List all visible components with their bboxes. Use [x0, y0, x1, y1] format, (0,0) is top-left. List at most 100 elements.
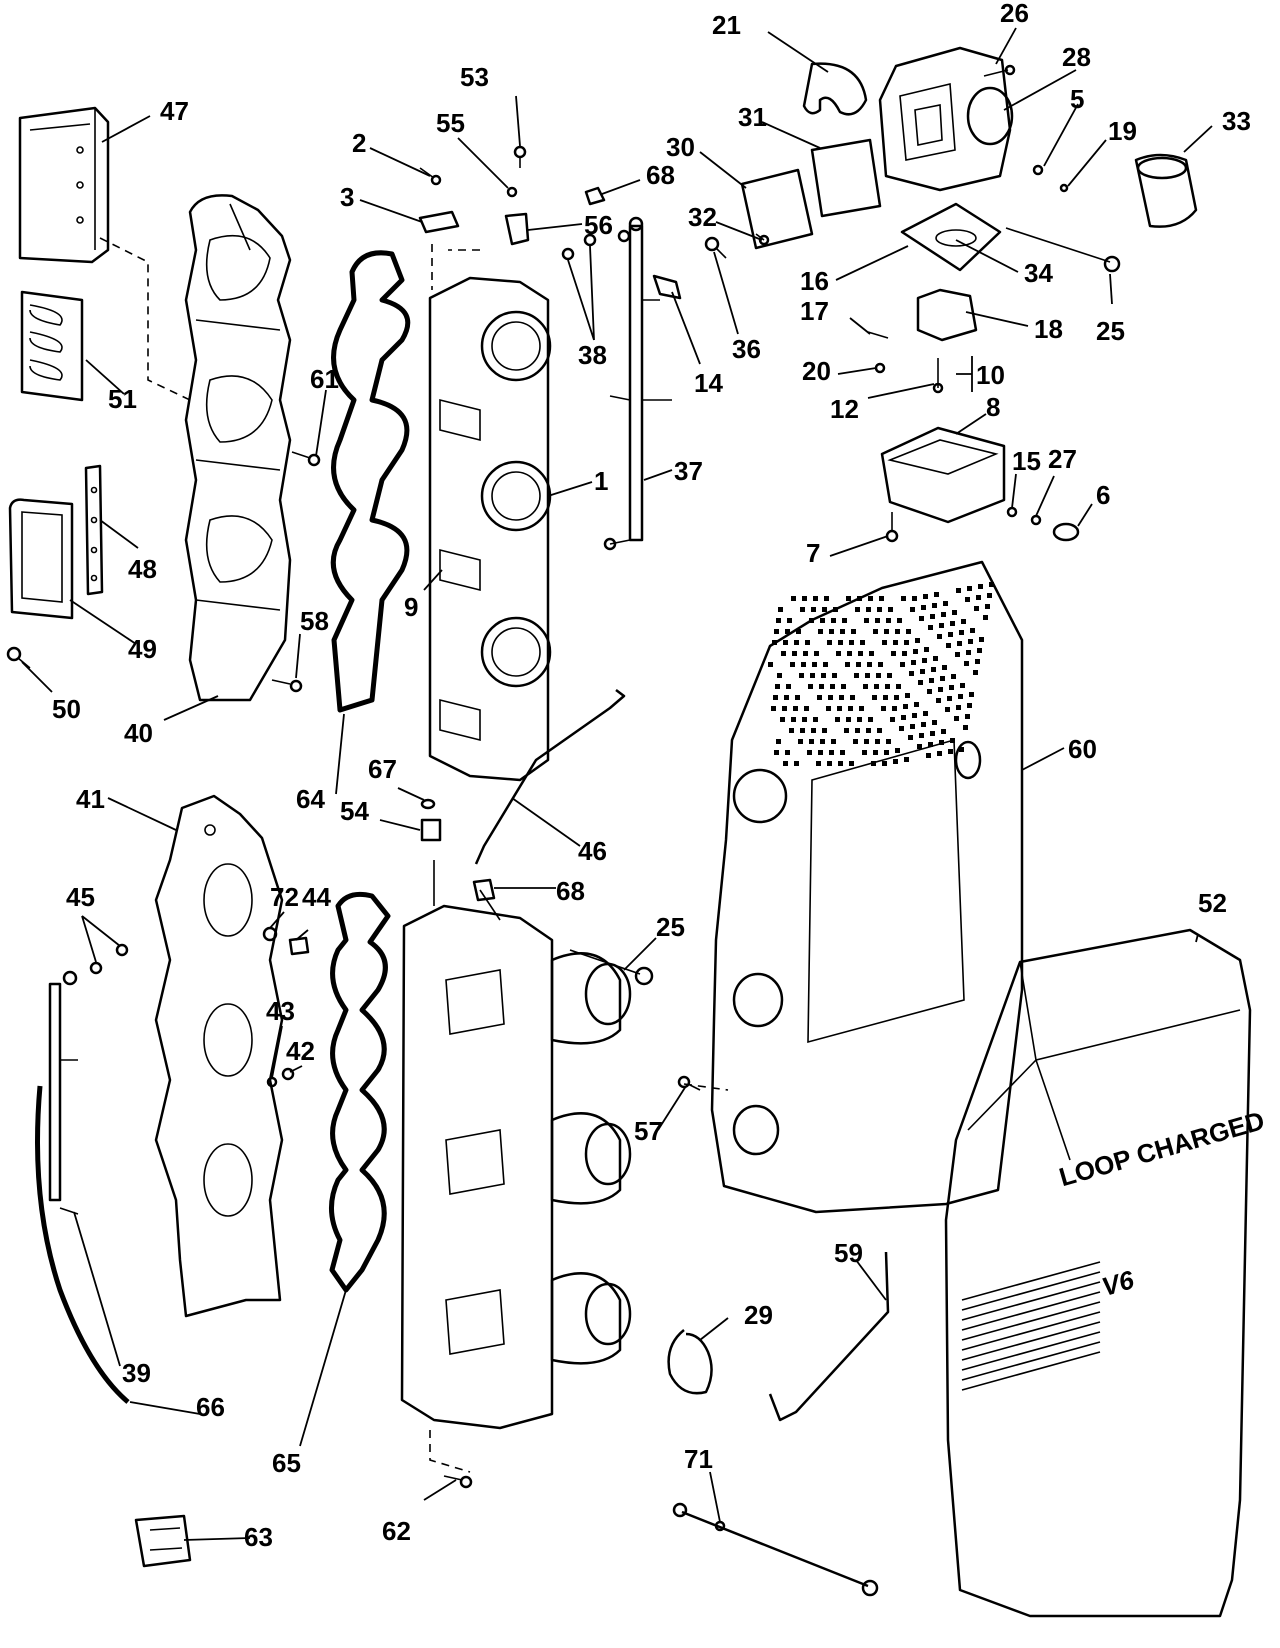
part-31-plate	[810, 138, 882, 218]
dash-3-1	[431, 244, 480, 290]
part-51-reed-plate	[20, 290, 84, 402]
part-6-plug	[1052, 522, 1080, 542]
part-18-float	[916, 288, 978, 342]
part-33-ring	[1134, 153, 1198, 228]
part-68-fitting-lower	[472, 878, 496, 902]
callout-71: 71	[684, 1444, 713, 1474]
callout-34: 34	[1024, 258, 1053, 288]
callout-14: 14	[694, 368, 723, 398]
callout-7: 7	[806, 538, 820, 568]
callout-48: 48	[128, 554, 157, 584]
part-37-fuel-rail	[603, 216, 672, 551]
callout-2: 2	[352, 128, 366, 158]
callout-44: 44	[302, 882, 331, 912]
callout-5: 5	[1070, 84, 1084, 114]
cover-badge: V6	[1098, 1264, 1137, 1302]
callout-18: 18	[1034, 314, 1063, 344]
part-42-nut	[281, 1067, 295, 1081]
part-49-plate	[8, 498, 74, 620]
part-21-seal	[802, 62, 868, 116]
part-43-spring	[266, 1076, 278, 1088]
callout-17: 17	[800, 296, 829, 326]
callout-61: 61	[310, 364, 339, 394]
callout-25a: 25	[1096, 316, 1125, 346]
part-61-screw	[291, 451, 321, 467]
callout-46: 46	[578, 836, 607, 866]
part-54-spacer	[420, 818, 442, 842]
cover-script: LOOP CHARGED	[1056, 1105, 1268, 1192]
callout-67: 67	[368, 754, 397, 784]
part-27-washer	[1030, 514, 1042, 526]
part-17-pin	[867, 331, 889, 339]
callout-59: 59	[834, 1238, 863, 1268]
part-39-tube	[48, 970, 79, 1215]
part-55-washer	[506, 186, 518, 198]
callout-49: 49	[128, 634, 157, 664]
callout-68a: 68	[646, 160, 675, 190]
callout-6: 6	[1096, 480, 1110, 510]
callout-32: 32	[688, 202, 717, 232]
part-7-screw	[885, 512, 899, 543]
callout-45: 45	[66, 882, 95, 912]
callout-54: 54	[340, 796, 369, 826]
part-3-bracket	[418, 210, 460, 234]
callout-31: 31	[738, 102, 767, 132]
part-50-screw	[6, 646, 31, 669]
callout-50: 50	[52, 694, 81, 724]
part-65-gasket	[328, 891, 391, 1293]
callout-43: 43	[266, 996, 295, 1026]
callout-9: 9	[404, 592, 418, 622]
dash-62-carb	[429, 1430, 471, 1473]
part-59-wire	[768, 1251, 890, 1422]
part-66-hose	[35, 1085, 130, 1404]
callout-10: 10	[976, 360, 1005, 390]
part-41-intake-manifold	[154, 794, 284, 1318]
callout-1: 1	[594, 466, 608, 496]
part-40-intake-manifold	[184, 194, 292, 702]
part-46-linkage	[474, 689, 626, 865]
callout-12: 12	[830, 394, 859, 424]
part-29-clip	[667, 1329, 713, 1395]
callout-68b: 68	[556, 876, 585, 906]
callout-55: 55	[436, 108, 465, 138]
part-38-washers	[561, 233, 597, 261]
callout-51: 51	[108, 384, 137, 414]
callout-33: 33	[1222, 106, 1251, 136]
callout-65: 65	[272, 1448, 301, 1478]
part-53-screw	[513, 145, 527, 168]
cover-stripes	[961, 1261, 1101, 1391]
part-36-screw	[704, 236, 727, 259]
part-64-gasket	[330, 250, 411, 713]
part-30-plate	[740, 168, 814, 250]
part-15-screw	[1006, 506, 1018, 518]
part-12-needle	[932, 358, 944, 394]
part-5-screw	[1032, 164, 1044, 176]
grille-pattern	[768, 582, 994, 766]
part-20-screw	[874, 362, 886, 374]
part-28-silencer-body	[878, 46, 1014, 192]
callout-72: 72	[270, 882, 299, 912]
part-19-screw	[1059, 183, 1069, 193]
callout-25b: 25	[656, 912, 685, 942]
part-67-ring	[420, 798, 436, 810]
part-1-carburetor-upper	[428, 276, 552, 782]
part-34-diaphragm	[900, 202, 1002, 272]
part-26-screw	[983, 64, 1016, 77]
callout-26: 26	[1000, 0, 1029, 28]
callout-3: 3	[340, 182, 354, 212]
part-68-fitting-upper	[584, 186, 606, 206]
callout-29: 29	[744, 1300, 773, 1330]
part-14-clip	[652, 274, 682, 300]
callout-37: 37	[674, 456, 703, 486]
callout-21: 21	[712, 10, 741, 40]
callout-53: 53	[460, 62, 489, 92]
part-57-screw	[677, 1075, 701, 1091]
callout-27: 27	[1048, 444, 1077, 474]
part-carburetor-lower-assembly	[400, 860, 632, 1430]
part-52-engine-cover	[944, 928, 1252, 1618]
part-2-screw	[419, 167, 442, 186]
part-58-screw	[271, 679, 303, 693]
leader-lines	[21, 27, 1213, 1541]
